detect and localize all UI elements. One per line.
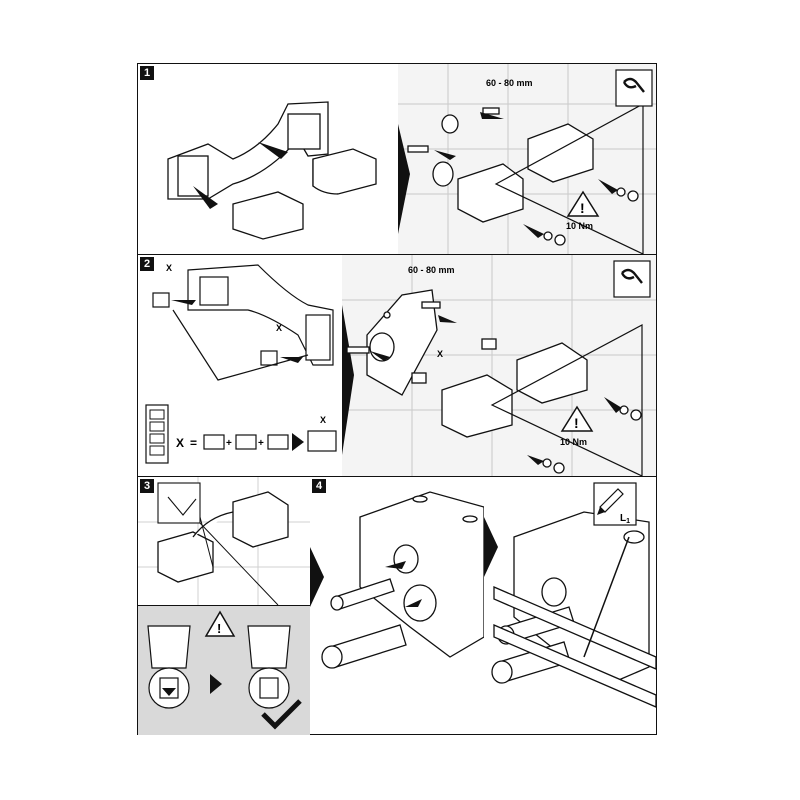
- step-2-panel-left-top: 2 X X: [138, 255, 343, 386]
- wrench-icon: [620, 268, 643, 284]
- measure-label-step1: 60 - 80 mm: [486, 78, 533, 88]
- equation-equals: =: [190, 436, 197, 450]
- step-4-panel-left: 4: [310, 477, 485, 734]
- measure-label-step2: 60 - 80 mm: [408, 265, 455, 275]
- torque-label-1: 10 Nm: [566, 221, 593, 231]
- warning-triangle-icon: !: [566, 190, 600, 217]
- bracket-wall-mounting-illustration: 60 - 80 mm ! 10 Nm: [398, 64, 656, 254]
- warning-glyph-3: !: [217, 621, 221, 636]
- pipe-measure-illustration: L1: [484, 482, 656, 708]
- pipe-connection-illustration: [310, 491, 484, 669]
- warning-triangle-icon: !: [204, 610, 236, 637]
- step-number-1: 1: [140, 66, 154, 80]
- equation-plus-2: +: [258, 438, 264, 449]
- length-label: L1: [620, 513, 630, 525]
- spacer-x-label-1: X: [166, 263, 172, 273]
- step-1-panel-left: 1: [138, 64, 399, 254]
- pencil-icon: [597, 488, 624, 515]
- warning-triangle-icon: !: [560, 405, 594, 432]
- spacer-combination-illustration: X = + + X: [145, 404, 337, 464]
- step-4-panel-right: L1: [484, 477, 656, 734]
- frame-assembly-illustration: [138, 477, 310, 605]
- step-number-4: 4: [312, 479, 326, 493]
- warning-glyph-1: !: [580, 200, 585, 216]
- spacer-x-label-4: X: [437, 349, 443, 359]
- spacer-wall-mounting-illustration: 60 - 80 mm X ! 10 Nm: [342, 255, 656, 476]
- divider: [138, 476, 656, 477]
- torque-label-2: 10 Nm: [560, 437, 587, 447]
- checkmark-icon: [261, 699, 302, 730]
- spacer-insertion-illustration: X X: [152, 263, 334, 381]
- step-2-panel-right: 60 - 80 mm X ! 10 Nm: [342, 255, 656, 476]
- step-3-panel-bottom: !: [138, 605, 311, 735]
- frame-separation-illustration: [167, 101, 377, 240]
- step-number-2: 2: [140, 257, 154, 271]
- warning-glyph-2: !: [574, 415, 579, 431]
- cistern-adjust-illustration: !: [147, 610, 302, 730]
- wrench-icon: [622, 77, 645, 93]
- instruction-sheet: 1: [137, 63, 657, 735]
- step-2-panel-left-bottom: X = + + X: [138, 385, 343, 476]
- equation-x: X: [176, 436, 184, 450]
- step-number-3: 3: [140, 479, 154, 493]
- step-1-panel-right: 60 - 80 mm ! 10 Nm: [398, 64, 656, 254]
- spacer-x-label-2: X: [276, 323, 282, 333]
- spacer-x-label-3: X: [320, 415, 326, 425]
- divider: [138, 254, 656, 255]
- equation-plus-1: +: [226, 438, 232, 449]
- step-3-panel-top: 3: [138, 477, 311, 605]
